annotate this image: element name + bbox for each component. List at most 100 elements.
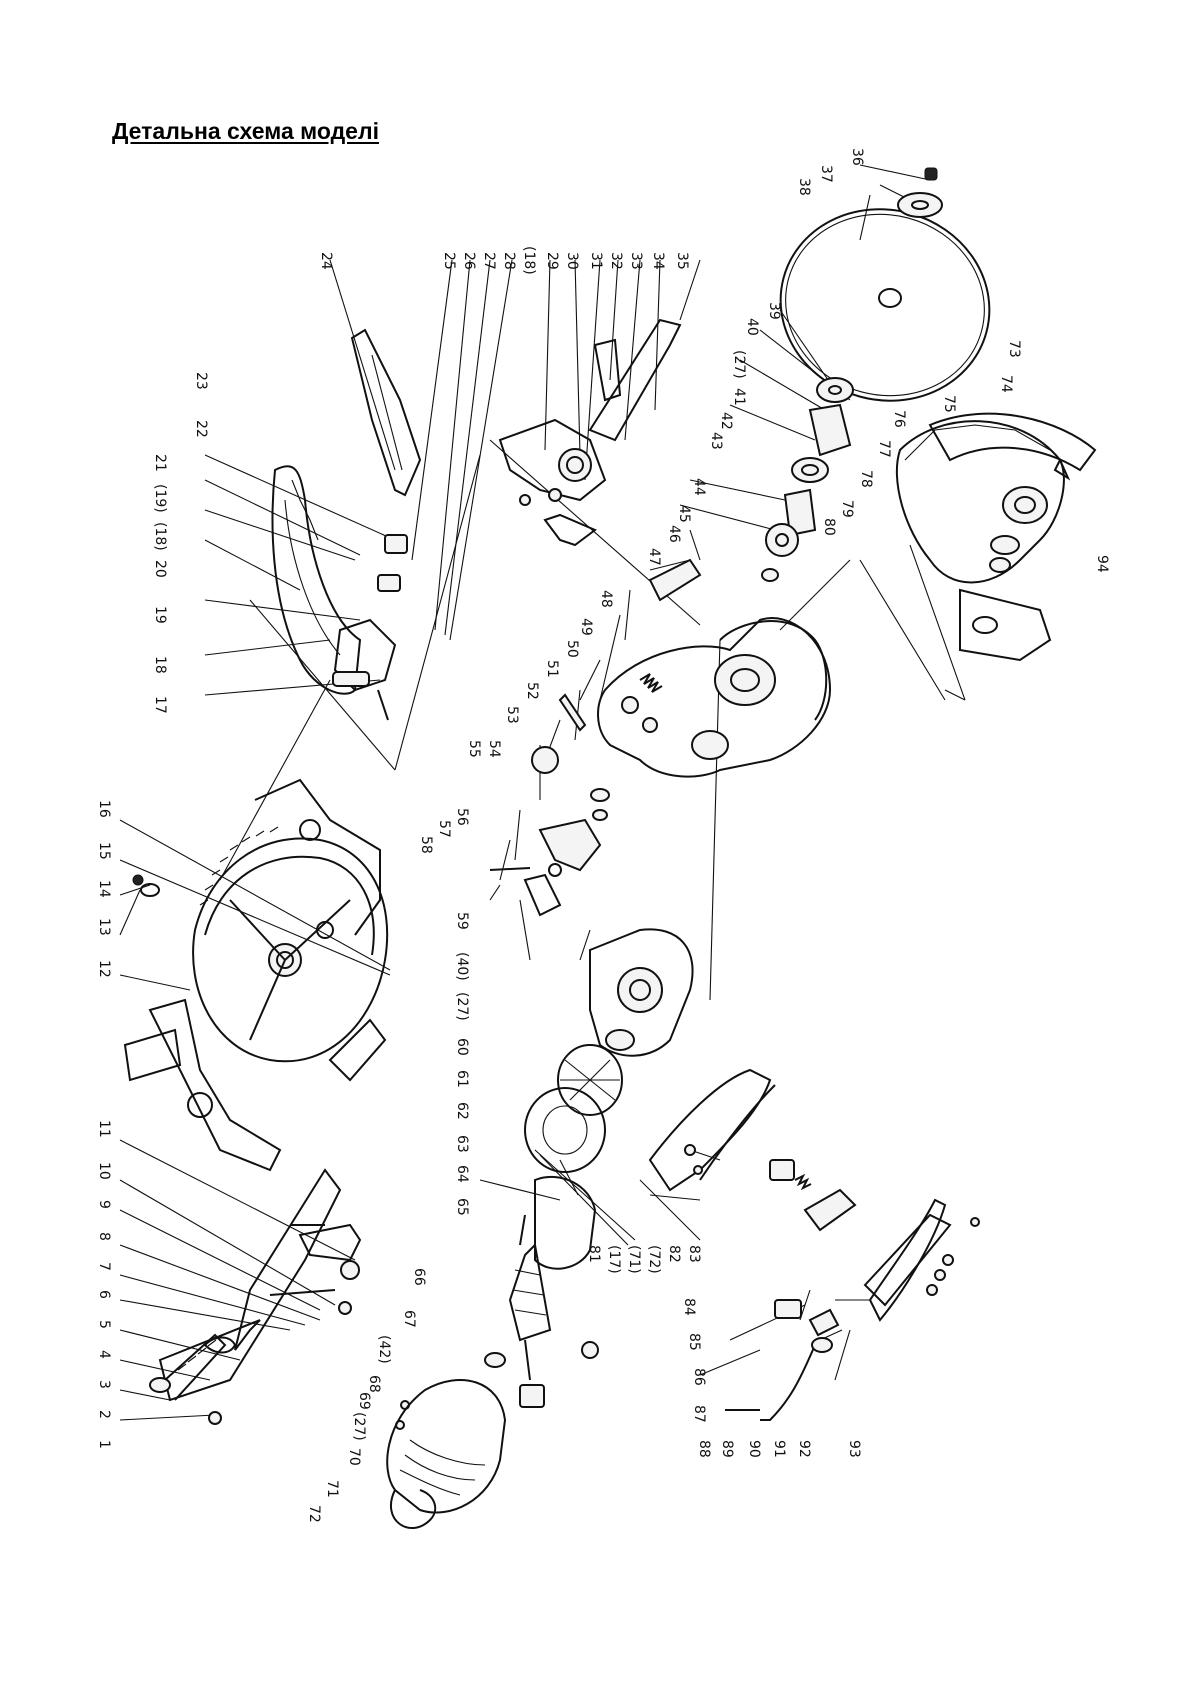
part-label: 34 — [650, 252, 666, 270]
part-label: 66 — [411, 1268, 427, 1286]
part-label: (27) — [454, 992, 470, 1021]
part-label: 47 — [646, 548, 662, 566]
part-label: 27 — [481, 252, 497, 270]
part-label: 7 — [96, 1262, 112, 1271]
part-label: 31 — [588, 252, 604, 270]
part-label: 90 — [746, 1440, 762, 1458]
motor-housing-head — [597, 617, 832, 778]
part-label: 33 — [628, 252, 644, 270]
part-label: 93 — [846, 1440, 862, 1458]
part-label: 50 — [564, 640, 580, 658]
part-label: (19) — [152, 484, 168, 513]
part-label: 82 — [666, 1245, 682, 1263]
part-label: 65 — [454, 1198, 470, 1216]
part-label: 71 — [324, 1480, 340, 1498]
part-label: 62 — [454, 1102, 470, 1120]
part-label: 23 — [193, 372, 209, 390]
part-label: 49 — [578, 618, 594, 636]
part-label: 40 — [744, 318, 760, 336]
part-label: 38 — [796, 178, 812, 196]
part-label: 73 — [1006, 340, 1022, 358]
part-label: 19 — [152, 606, 168, 624]
part-label: 85 — [686, 1333, 702, 1351]
part-labels: 24 25 26 27 28 (18) 29 30 31 32 33 34 35… — [96, 148, 1110, 1523]
part-label: 5 — [96, 1320, 112, 1329]
part-label: 81 — [586, 1245, 602, 1263]
part-label: 80 — [821, 518, 837, 536]
part-label: 84 — [681, 1298, 697, 1316]
part-label: (18) — [521, 246, 537, 275]
part-label: 41 — [731, 388, 747, 406]
part-label: 58 — [418, 836, 434, 854]
part-label: 52 — [524, 682, 540, 700]
part-label: 4 — [96, 1350, 112, 1359]
part-label: 53 — [504, 706, 520, 724]
part-label: 35 — [674, 252, 690, 270]
part-label: 63 — [454, 1135, 470, 1153]
handle — [648, 1068, 772, 1192]
part-label: 44 — [691, 478, 707, 496]
part-label: (42) — [376, 1335, 392, 1364]
motor-rear-housing — [386, 1379, 507, 1514]
part-label: 32 — [608, 252, 624, 270]
part-label: 2 — [96, 1410, 112, 1419]
part-label: 51 — [544, 660, 560, 678]
part-label: 55 — [466, 740, 482, 758]
part-label: 36 — [849, 148, 865, 166]
part-label: 87 — [691, 1405, 707, 1423]
part-label: 6 — [96, 1290, 112, 1299]
part-label: 78 — [858, 470, 874, 488]
part-label: (18) — [152, 522, 168, 551]
part-label: 17 — [152, 696, 168, 714]
upper-guard-plate — [350, 328, 422, 497]
part-label: 70 — [346, 1448, 362, 1466]
part-label: 16 — [96, 800, 112, 818]
part-label: 74 — [998, 375, 1014, 393]
part-label: 59 — [454, 912, 470, 930]
part-label: (27) — [731, 350, 747, 379]
part-label: 94 — [1094, 555, 1110, 573]
part-label: 9 — [96, 1200, 112, 1209]
part-label: 1 — [96, 1440, 112, 1449]
part-label: 46 — [666, 525, 682, 543]
part-label: 54 — [486, 740, 502, 758]
part-label: 77 — [876, 440, 892, 458]
part-label: (40) — [454, 952, 470, 981]
part-label: 75 — [941, 395, 957, 413]
part-label: (72) — [646, 1245, 662, 1274]
part-label: 30 — [564, 252, 580, 270]
part-label: 64 — [454, 1165, 470, 1183]
lower-blade-guard — [928, 412, 1097, 472]
part-label: 57 — [436, 820, 452, 838]
motor-fan — [557, 1044, 623, 1116]
part-label: 22 — [193, 420, 209, 438]
part-label: 92 — [796, 1440, 812, 1458]
part-label: 29 — [544, 252, 560, 270]
part-label: 11 — [96, 1120, 112, 1138]
part-label: 8 — [96, 1232, 112, 1241]
part-label: 69 — [356, 1392, 372, 1410]
rear-handle — [868, 1198, 947, 1322]
part-label: 79 — [839, 500, 855, 518]
part-label: 61 — [454, 1070, 470, 1088]
part-label: 45 — [676, 505, 692, 523]
fence — [158, 1168, 342, 1402]
part-label: (71) — [626, 1245, 642, 1274]
part-label: 56 — [454, 808, 470, 826]
part-label: 28 — [501, 252, 517, 270]
part-label: 12 — [96, 960, 112, 978]
tilt-bracket — [271, 465, 362, 695]
part-label: 20 — [152, 560, 168, 578]
gear-case — [589, 928, 694, 1057]
part-label: 86 — [691, 1368, 707, 1386]
part-label: 10 — [96, 1162, 112, 1180]
arm-bracket — [498, 418, 607, 502]
turntable — [192, 837, 389, 1063]
part-label: 42 — [718, 412, 734, 430]
part-label: 37 — [818, 165, 834, 183]
leader-lines — [119, 164, 966, 1421]
part-label: 89 — [719, 1440, 735, 1458]
part-label: 18 — [152, 656, 168, 674]
armature — [508, 1242, 552, 1342]
